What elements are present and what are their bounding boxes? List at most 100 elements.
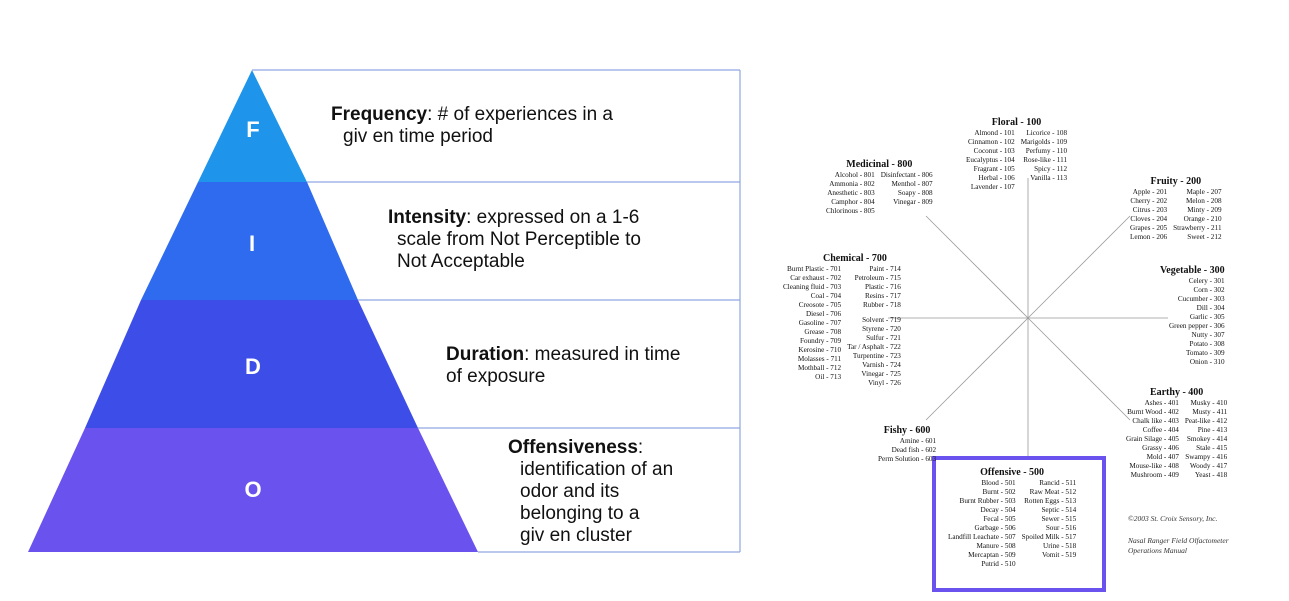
spoke-fruity: [1027, 215, 1131, 319]
offensive-item: Rotten Eggs - 513: [1024, 497, 1077, 505]
offensive-item: Mercaptan - 509: [968, 551, 1016, 559]
chemical-item: Grease - 708: [804, 328, 842, 336]
offensive-item: Rancid - 511: [1039, 479, 1077, 487]
pyramid-connectors: [252, 69, 741, 553]
earthy-title: Earthy - 400: [1149, 387, 1204, 398]
fruity-item: Minty - 209: [1187, 206, 1222, 214]
chemical-title: Chemical - 700: [823, 253, 887, 264]
fishy-title: Fishy - 600: [883, 425, 931, 436]
floral-item: Perfumy - 110: [1025, 147, 1068, 155]
fruity-item: Sweet - 212: [1187, 233, 1222, 241]
chemical-item: Paint - 714: [869, 265, 901, 273]
fishy-item: Dead fish - 602: [891, 446, 937, 454]
spoke-medicinal: [925, 215, 1029, 319]
duration-term: Duration: [446, 344, 525, 365]
offensiveness-text-2: identification of an: [520, 459, 674, 480]
vegetable-title: Vegetable - 300: [1160, 265, 1225, 276]
offensive-item: Manure - 508: [976, 542, 1016, 550]
letter-i: I: [249, 231, 255, 256]
spoke-fishy: [925, 317, 1029, 421]
offensive-item: Spoiled Milk - 517: [1021, 533, 1077, 541]
chemical-item: Foundry - 709: [799, 337, 842, 345]
offensive-item: Decay - 504: [980, 506, 1016, 514]
category-vegetable: Vegetable - 300 Celery - 301 Corn - 302 …: [1160, 264, 1225, 367]
pyramid-layer-f: [198, 70, 307, 182]
chemical-item: Gasoline - 707: [798, 319, 842, 327]
frequency-text-2: giv en time period: [343, 126, 493, 147]
chemical-item: Solvent - 719: [862, 316, 901, 324]
chemical-item: Cleaning fluid - 703: [783, 283, 842, 291]
intensity-text-3: Not Acceptable: [397, 251, 525, 272]
pyramid-layer-offensiveness: O: [28, 428, 478, 552]
offensive-item: Raw Meat - 512: [1029, 488, 1077, 496]
floral-item: Licorice - 108: [1026, 129, 1068, 137]
earthy-item: Musky - 410: [1190, 399, 1228, 407]
chemical-item: Petroleum - 715: [854, 274, 901, 282]
duration-description: Duration: measured in time of exposure: [446, 344, 680, 388]
chemical-item: Plastic - 716: [864, 283, 901, 291]
category-fruity: Fruity - 200 Apple - 201 Cherry - 202 Ci…: [1130, 175, 1222, 242]
intensity-text-1: : expressed on a 1-6: [466, 207, 640, 228]
earthy-item: Burnt Wood - 402: [1127, 408, 1179, 416]
copyright-note: ©2003 St. Croix Sensory, Inc.: [1128, 514, 1218, 523]
duration-text-2: of exposure: [446, 366, 546, 387]
fruity-item: Strawberry - 211: [1173, 224, 1222, 232]
chemical-item: Creosote - 705: [798, 301, 842, 309]
earthy-item: Swampy - 416: [1185, 453, 1228, 461]
offensive-item: Burnt - 502: [982, 488, 1016, 496]
chemical-item: Car exhaust - 702: [790, 274, 842, 282]
frequency-term: Frequency: [331, 104, 428, 125]
offensive-highlight-box: [932, 456, 1106, 592]
chemical-item: Tar / Asphalt - 722: [847, 343, 901, 351]
offensive-item: Urine - 518: [1043, 542, 1077, 550]
chemical-item: Styrene - 720: [862, 325, 901, 333]
wheel-spokes: [888, 178, 1168, 460]
manual-credit-line-1: Nasal Ranger Field Olfactometer: [1128, 536, 1229, 545]
floral-item: Vanilla - 113: [1030, 174, 1068, 182]
offensive-item: Septic - 514: [1041, 506, 1077, 514]
offensiveness-description: Offensiveness: identification of an odor…: [508, 437, 673, 547]
chemical-item: Rubber - 718: [862, 301, 901, 309]
chemical-item: Resins - 717: [864, 292, 901, 300]
offensive-item: Vomit - 519: [1041, 551, 1077, 559]
chemical-item: Burnt Plastic - 701: [786, 265, 842, 273]
category-earthy: Earthy - 400 Ashes - 401 Burnt Wood - 40…: [1126, 386, 1227, 480]
floral-item: Lavender - 107: [970, 183, 1015, 191]
earthy-item: Pine - 413: [1197, 426, 1228, 434]
floral-title: Floral - 100: [991, 117, 1042, 128]
pyramid-layer-o: [28, 428, 478, 552]
medicinal-item: Vinegar - 809: [893, 198, 933, 206]
offensive-title: Offensive - 500: [980, 467, 1045, 478]
category-offensive: Offensive - 500 Blood - 501 Burnt - 502 …: [948, 466, 1076, 569]
medicinal-item: Alcohol - 801: [834, 171, 875, 179]
earthy-item: Grain Silage - 405: [1126, 435, 1179, 443]
category-floral: Floral - 100 Almond - 101 Cinnamon - 102…: [966, 116, 1067, 192]
manual-credit: Nasal Ranger Field Olfactometer Operatio…: [1128, 536, 1229, 556]
earthy-item: Yeast - 418: [1194, 471, 1228, 479]
floral-item: Cinnamon - 102: [968, 138, 1015, 146]
earthy-item: Coffee - 404: [1142, 426, 1179, 434]
earthy-item: Woody - 417: [1189, 462, 1228, 470]
vegetable-item: Celery - 301: [1188, 277, 1225, 285]
vegetable-item: Potato - 308: [1189, 340, 1225, 348]
pyramid-layer-intensity: I: [141, 182, 358, 300]
chemical-item: Mothball - 712: [797, 364, 842, 372]
frequency-description: Frequency: # of experiences in a giv en …: [331, 104, 613, 148]
offensive-item: Blood - 501: [981, 479, 1016, 487]
fruity-title: Fruity - 200: [1150, 176, 1202, 187]
medicinal-item: Disinfectant - 806: [880, 171, 933, 179]
category-medicinal: Medicinal - 800 Alcohol - 801 Ammonia - …: [826, 158, 933, 216]
floral-item: Eucalyptus - 104: [966, 156, 1015, 164]
fruity-item: Grapes - 205: [1130, 224, 1168, 232]
floral-item: Rose-like - 111: [1023, 156, 1068, 164]
pyramid-layer-frequency: F: [198, 70, 307, 182]
earthy-item: Mouse-like - 408: [1129, 462, 1179, 470]
offensiveness-text-3: odor and its: [520, 481, 620, 502]
vegetable-item: Nutty - 307: [1191, 331, 1225, 339]
frequency-text-1: : # of experiences in a: [427, 104, 613, 125]
earthy-item: Musty - 411: [1192, 408, 1228, 416]
vegetable-item: Dill - 304: [1196, 304, 1225, 312]
fruity-item: Lemon - 206: [1130, 233, 1168, 241]
fruity-item: Orange - 210: [1183, 215, 1222, 223]
chemical-item: Diesel - 706: [805, 310, 842, 318]
